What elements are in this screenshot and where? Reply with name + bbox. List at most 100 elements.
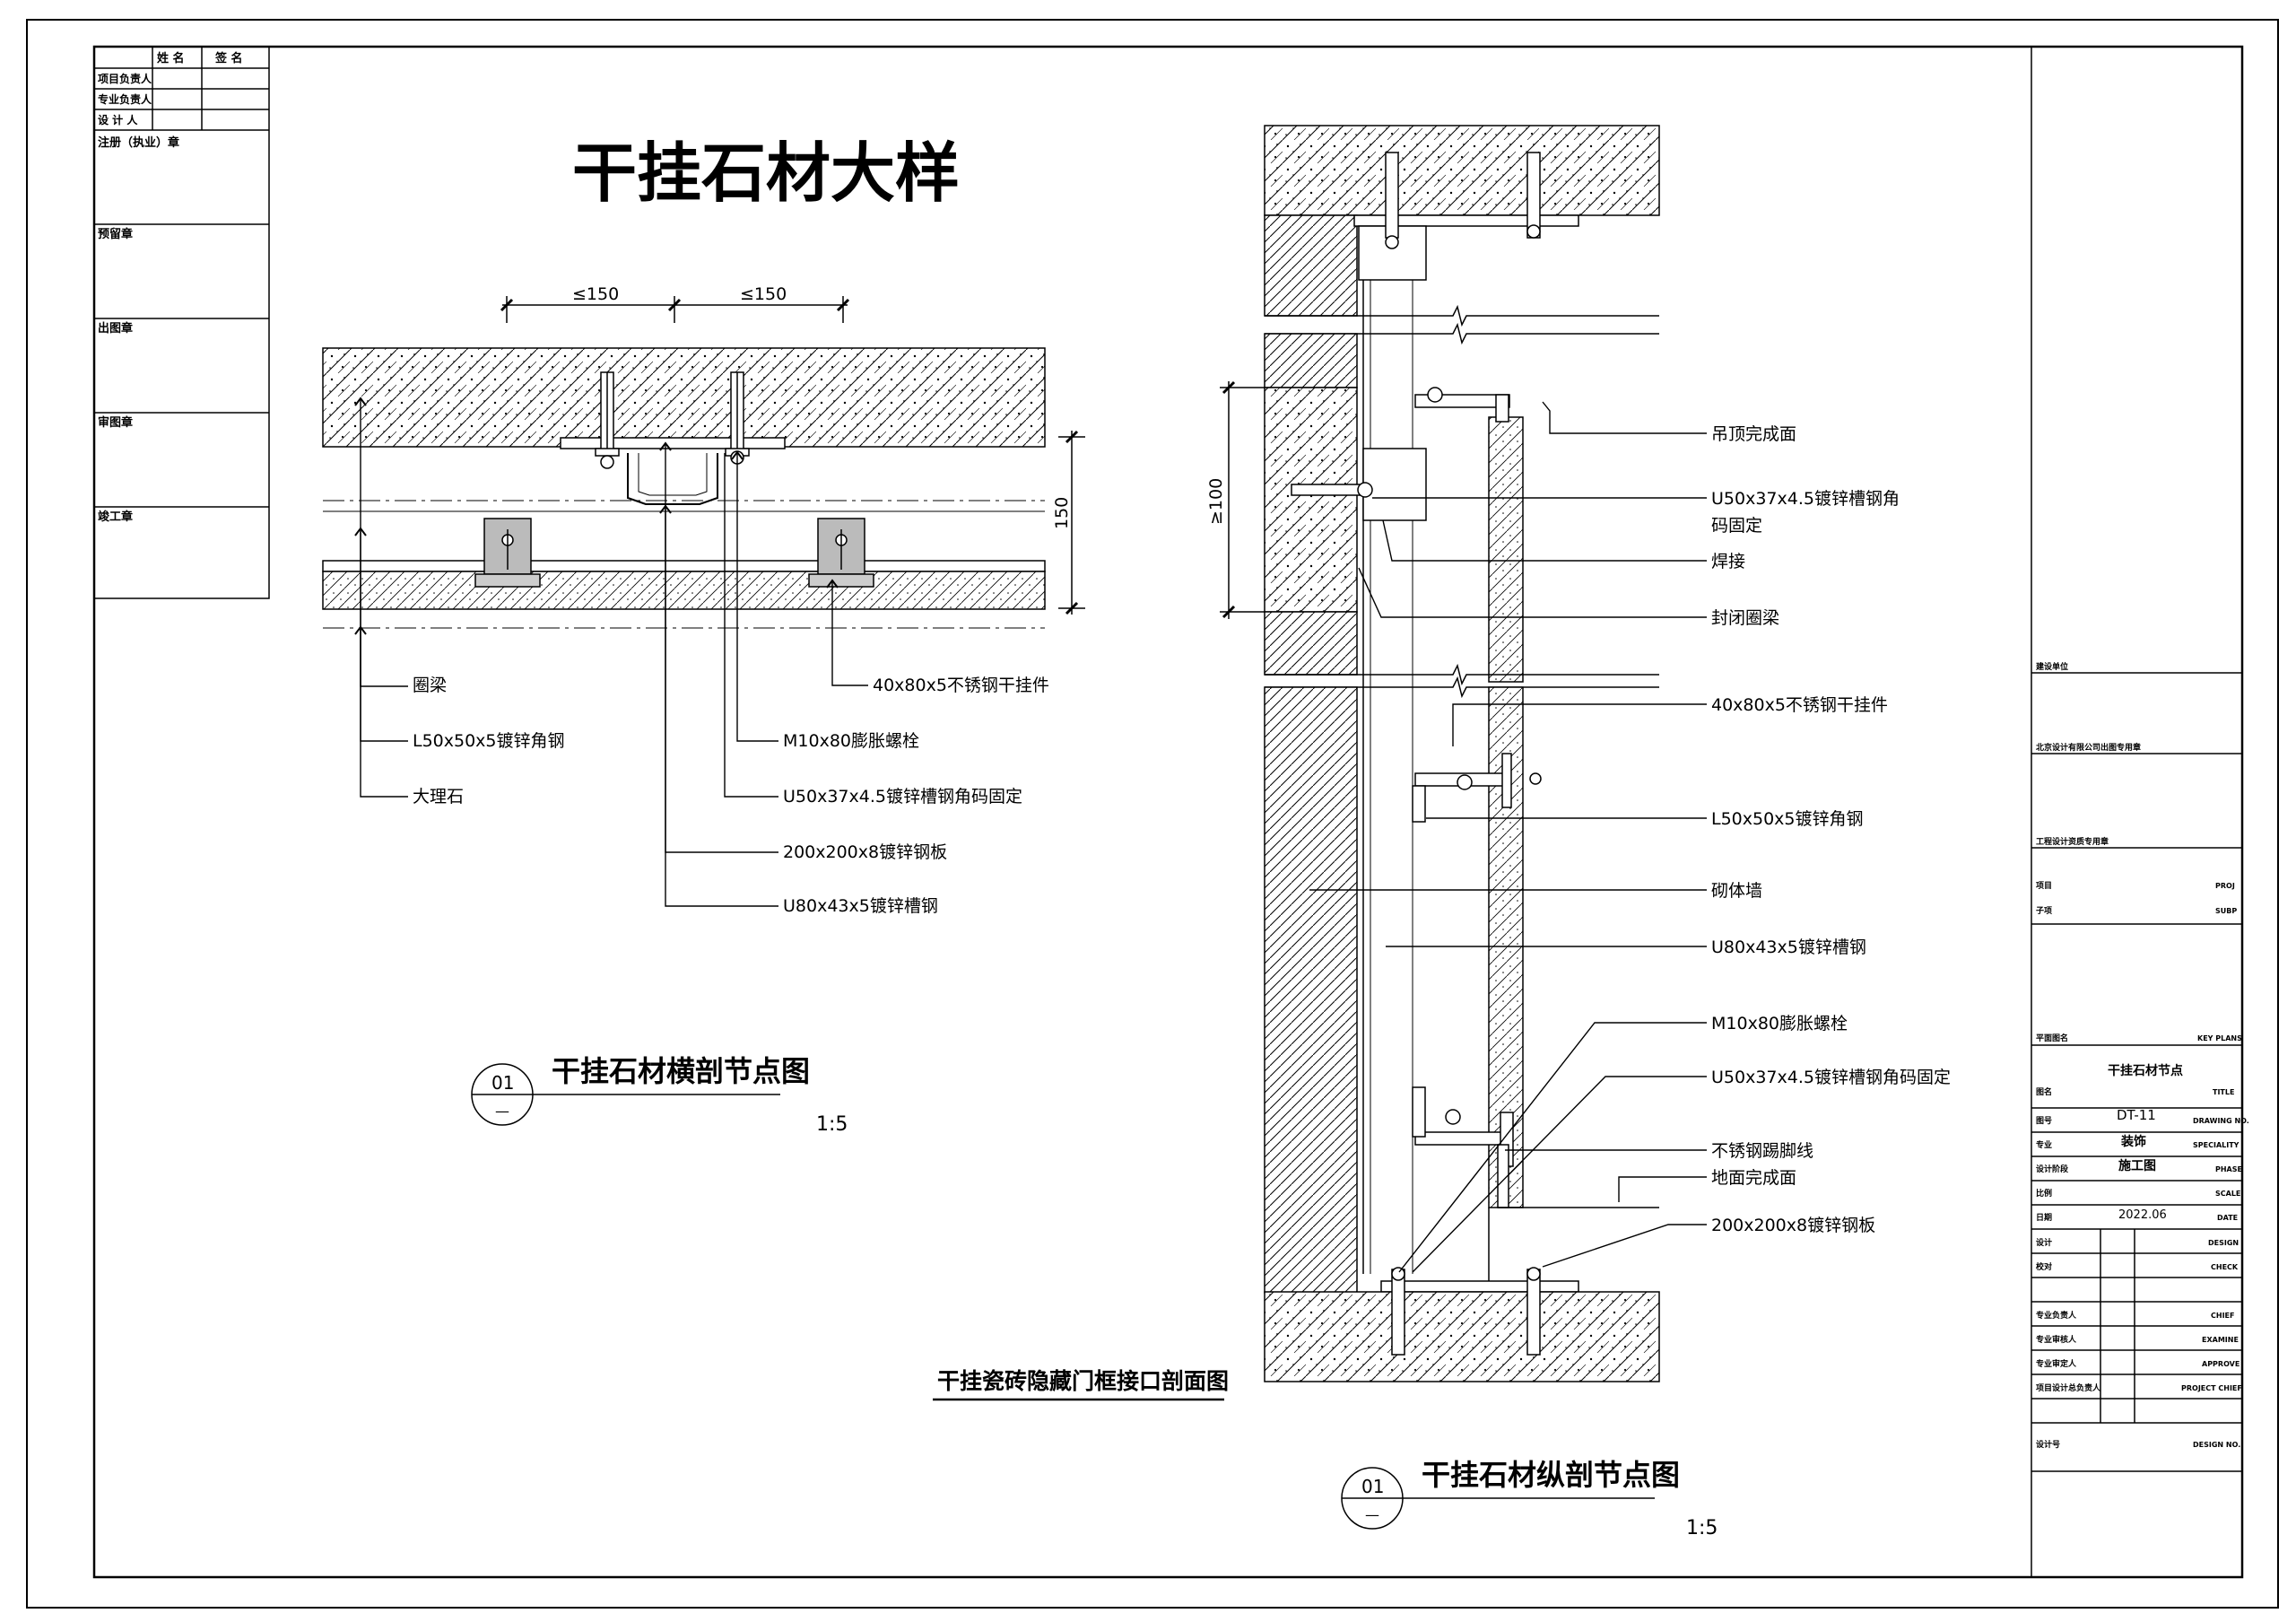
tb-scale-cn: 比例 [2036, 1188, 2052, 1199]
dim-label-vertical: ≥100 [1206, 478, 1226, 525]
dim-label-height: 150 [1052, 497, 1072, 529]
stamp-reserved: 预留章 [98, 227, 133, 241]
right-dimension [1058, 430, 1085, 615]
tb-name-cn: 图名 [2036, 1086, 2052, 1097]
top-wall [1264, 214, 1358, 317]
caption-horizontal: 干挂石材横剖节点图 [552, 1054, 810, 1088]
label-u50-channel-a: U50x37x4.5镀锌槽钢角 [1711, 489, 1900, 509]
top-bolts [1385, 152, 1541, 249]
tb-project-cn: 项目 [2036, 881, 2052, 891]
signoff-row-designer: 设 计 人 [98, 113, 138, 126]
label-expansion-bolt: M10x80膨胀螺栓 [783, 731, 919, 751]
caption-dash-left: — [495, 1103, 509, 1120]
tb-project-en: PROJ [2215, 882, 2235, 890]
tb-spec-val: 装饰 [2120, 1134, 2146, 1149]
masonry-wall [1264, 686, 1358, 1294]
top-dimension-line [500, 296, 850, 323]
wall-lower [1264, 611, 1358, 676]
tb-subproject-en: SUBP [2215, 907, 2237, 915]
caption-num-right: 01 [1361, 1476, 1384, 1497]
u80-channel [627, 453, 718, 505]
bottom-slab [1264, 1291, 1660, 1382]
signoff-col-name: 姓 名 [156, 51, 185, 65]
tb-keyplan-en: KEY PLANS [2197, 1034, 2242, 1042]
caption-bubble-right [1341, 1467, 1655, 1530]
stone-panel-upper [1488, 416, 1524, 683]
label-u80-channel: U80x43x5镀锌槽钢 [783, 896, 938, 916]
tb-scale-en: SCALE [2215, 1190, 2240, 1198]
tb-issue-stamp: 北京设计有限公司出图专用章 [2036, 742, 2141, 753]
tb-subproject-cn: 子项 [2036, 906, 2052, 916]
stainless-hangers [474, 518, 874, 588]
label-floor-finish: 地面完成面 [1711, 1168, 1796, 1188]
tb-date-en: DATE [2217, 1214, 2238, 1222]
label-u50-channel-b: 码固定 [1711, 516, 1762, 536]
tb-phase-en: PHASE [2215, 1165, 2242, 1173]
tb-drawing-title: 干挂石材节点 [2108, 1063, 2183, 1078]
tb-approve-en: APPROVE [2202, 1360, 2239, 1368]
label-angle-steel: L50x50x5镀锌角钢 [413, 731, 565, 751]
title-block [2031, 47, 2242, 1577]
label-ceiling-finish: 吊顶完成面 [1711, 424, 1796, 444]
top-slab [1264, 125, 1660, 216]
tb-pchief-en: PROJECT CHIEF [2181, 1384, 2242, 1392]
sheet-outer-border [26, 19, 2279, 1609]
u80-channel-inner [638, 453, 708, 496]
caption-dash-right: — [1365, 1506, 1379, 1523]
tb-spec-en: SPECIALITY [2193, 1141, 2239, 1149]
tb-design-no-en: DESIGN NO. [2193, 1441, 2240, 1449]
tb-no-val: DT-11 [2117, 1107, 2156, 1123]
sub-caption: 干挂瓷砖隐藏门框接口剖面图 [937, 1368, 1229, 1394]
signoff-block [93, 46, 270, 599]
dim-label-1: ≤150 [572, 284, 619, 304]
tb-no-cn: 图号 [2036, 1116, 2052, 1126]
stamp-review: 审图章 [98, 415, 133, 430]
marble-face-line [322, 560, 1046, 572]
tb-approve-cn: 专业审定人 [2036, 1358, 2077, 1369]
label-skirting: 不锈钢踢脚线 [1711, 1141, 1813, 1161]
sheet-title: 干挂石材大样 [572, 135, 960, 211]
tb-design-en: DESIGN [2208, 1239, 2239, 1247]
tb-design-cn: 设计 [2036, 1237, 2052, 1248]
top-plate [1353, 214, 1579, 227]
tb-examine-cn: 专业审核人 [2036, 1334, 2077, 1345]
break-line-3 [1265, 663, 1659, 686]
label-marble: 大理石 [413, 787, 464, 807]
vertical-leaders [1309, 401, 1707, 1273]
label-u50-channel: U50x37x4.5镀锌槽钢角码固定 [783, 787, 1022, 807]
tb-pchief-cn: 项目设计总负责人 [2036, 1382, 2101, 1393]
label-closing-ring-beam: 封闭圈梁 [1711, 608, 1779, 628]
tb-phase-cn: 设计阶段 [2036, 1164, 2069, 1174]
horizontal-section: ≤150 ≤150 [322, 284, 1085, 1136]
tb-chief-cn: 专业负责人 [2036, 1310, 2077, 1321]
sheet-inner-border [92, 45, 2244, 1579]
label-steel-plate: 200x200x8镀锌钢板 [783, 842, 947, 862]
tb-keyplan-cn: 平面图名 [2036, 1033, 2068, 1043]
break-line-1 [1265, 304, 1659, 327]
label-ring-beam: 圈梁 [413, 676, 447, 695]
label-u50-channel-fixed: U50x37x4.5镀锌槽钢角码固定 [1711, 1068, 1951, 1087]
signoff-col-sign: 签 名 [214, 51, 243, 65]
ring-beam [322, 347, 1046, 448]
steel-plate [560, 437, 786, 449]
label-u80-channel-v: U80x43x5镀锌槽钢 [1711, 937, 1866, 957]
tb-chief-en: CHIEF [2211, 1312, 2234, 1320]
leader-lines [360, 399, 868, 907]
lower-hanger [1412, 753, 1542, 823]
leader-arrowheads [354, 397, 839, 635]
dim-label-2: ≤150 [740, 284, 787, 304]
tb-client: 建设单位 [2036, 661, 2068, 672]
label-masonry-wall: 砌体墙 [1711, 881, 1762, 901]
label-welding: 焊接 [1711, 552, 1745, 571]
stamp-registered: 注册（执业）章 [98, 135, 179, 150]
label-stainless-hanger: 40x80x5不锈钢干挂件 [873, 676, 1049, 695]
tb-examine-en: EXAMINE [2202, 1336, 2239, 1344]
tb-check-en: CHECK [2211, 1263, 2239, 1271]
stamp-completion: 竣工章 [98, 510, 133, 524]
tb-date-val: 2022.06 [2118, 1208, 2167, 1222]
caption-bubble-left [471, 1063, 780, 1126]
wall-upper [1264, 333, 1358, 388]
signoff-row-discipline-lead: 专业负责人 [98, 92, 152, 106]
label-angle-steel-v: L50x50x5镀锌角钢 [1711, 809, 1864, 829]
